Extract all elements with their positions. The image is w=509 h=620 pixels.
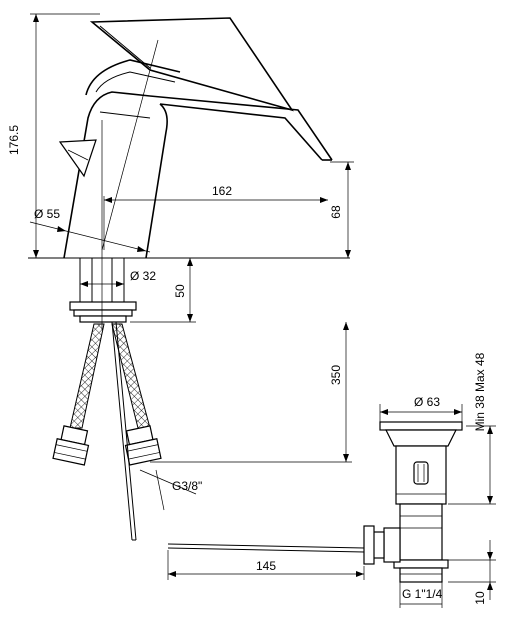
dim-shank-length: 50 [173,284,187,298]
dim-hose-thread: G3/8" [172,479,202,493]
faucet-body [28,17,350,259]
popup-waste [167,421,463,583]
faucet-dimensions [29,13,354,511]
dim-rod-length: 145 [256,559,276,573]
dim-waste-range: Min 38 Max 48 [473,352,487,431]
dim-waste-thread: G 1"1/4 [402,587,443,601]
dim-shank-diameter: Ø 32 [130,269,156,283]
dim-reach: 162 [212,184,232,198]
dim-spout-height: 68 [329,205,343,219]
dim-base-diameter: Ø 55 [34,207,60,221]
shank-assembly [69,257,137,323]
dim-waste-thread-length: 10 [473,591,487,605]
dim-hose-length: 350 [329,365,343,385]
hoses [52,321,162,541]
waste-dimensions [167,404,496,608]
dim-waste-diameter: Ø 63 [414,395,440,409]
dim-total-height: 176.5 [7,125,21,155]
